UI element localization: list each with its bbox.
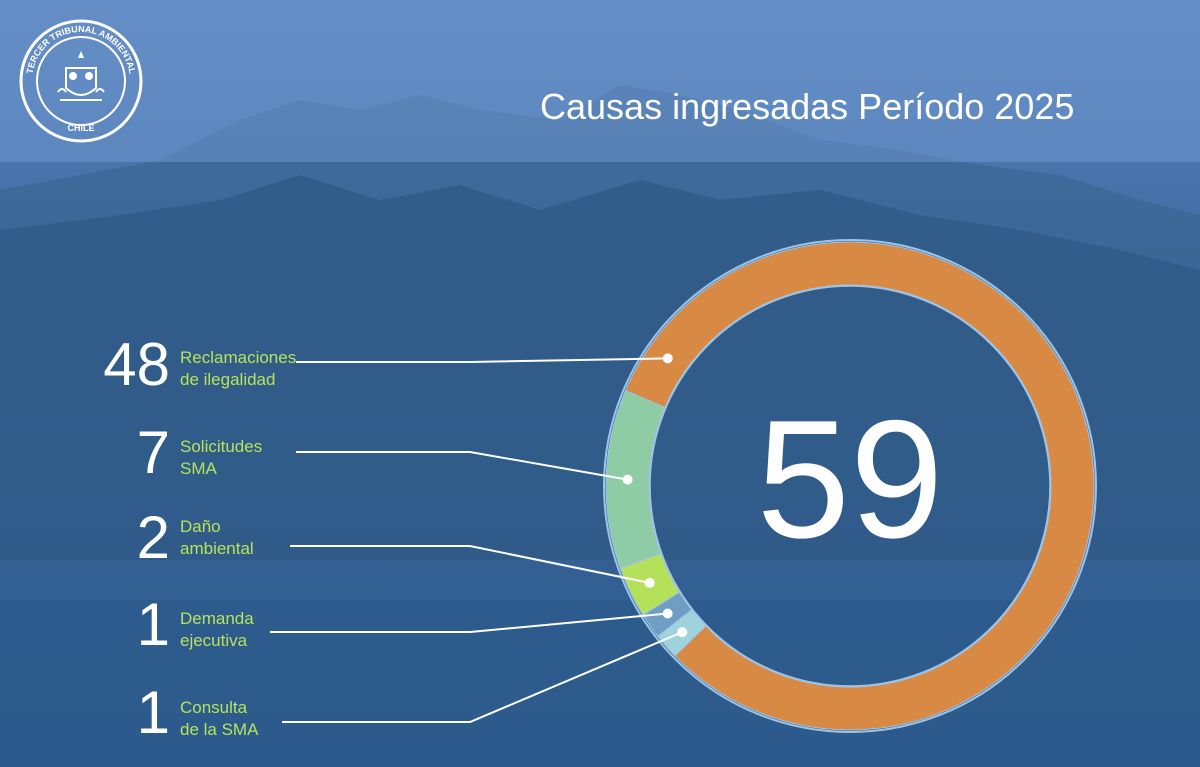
leader-dot-2 bbox=[644, 577, 655, 588]
category-label-line2: de la SMA bbox=[180, 720, 259, 739]
leader-line-3 bbox=[270, 612, 668, 633]
donut-inner-ring bbox=[649, 285, 1051, 687]
category-count: 2 bbox=[136, 504, 170, 571]
leader-dot-4 bbox=[677, 627, 688, 638]
donut-outer-ring bbox=[603, 239, 1097, 733]
category-count: 7 bbox=[136, 419, 170, 486]
leader-dot-0 bbox=[662, 353, 673, 364]
header-band bbox=[0, 0, 1200, 162]
category-label: Demanda ejecutiva bbox=[180, 608, 254, 652]
category-label: Consulta de la SMA bbox=[180, 697, 258, 741]
donut-slice-1 bbox=[605, 390, 666, 569]
category-label-line2: SMA bbox=[180, 459, 217, 478]
category-label: Reclamaciones de ilegalidad bbox=[180, 347, 296, 391]
total-count: 59 bbox=[756, 385, 944, 573]
page-title: Causas ingresadas Período 2025 bbox=[540, 86, 1075, 127]
category-count: 1 bbox=[136, 679, 170, 746]
leader-line-2 bbox=[290, 545, 650, 584]
tribunal-seal-logo: CHILE TERCER TRIBUNAL AMBIENTAL bbox=[19, 19, 143, 143]
leader-line-0 bbox=[296, 357, 668, 363]
leader-dot-1 bbox=[622, 474, 633, 485]
donut-slice-0 bbox=[624, 241, 1095, 731]
category-label: Daño ambiental bbox=[180, 516, 254, 560]
leader-line-4 bbox=[282, 631, 683, 723]
category-count: 48 bbox=[103, 331, 170, 398]
category-label-line1: Solicitudes bbox=[180, 437, 263, 456]
category-label-line1: Demanda bbox=[180, 609, 254, 628]
leader-line-1 bbox=[296, 451, 628, 481]
category-count: 1 bbox=[136, 591, 170, 658]
category-label-line1: Reclamaciones bbox=[180, 348, 297, 367]
logo-text-bottom: CHILE bbox=[68, 123, 95, 133]
category-label-line2: de ilegalidad bbox=[180, 370, 276, 389]
category-label-line1: Consulta bbox=[180, 698, 248, 717]
category-label-line2: ejecutiva bbox=[180, 631, 248, 650]
leader-dot-3 bbox=[662, 608, 673, 619]
category-label-line1: Daño bbox=[180, 517, 221, 536]
category-label-line2: ambiental bbox=[180, 539, 254, 558]
